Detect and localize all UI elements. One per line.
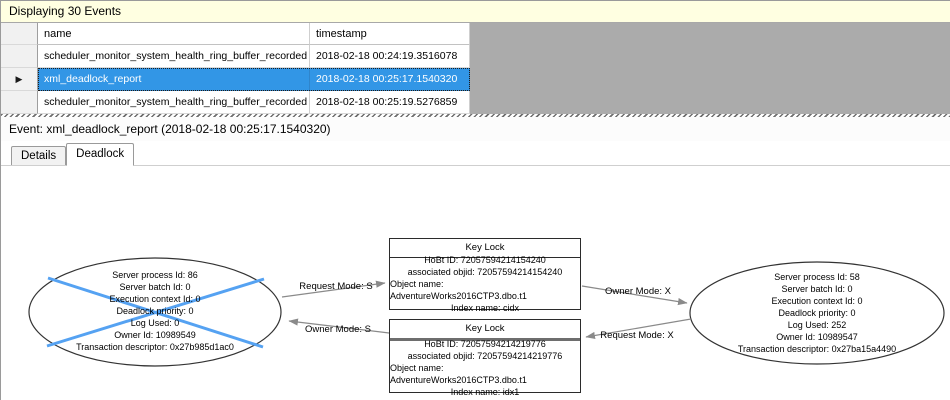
victim-cross-icon xyxy=(46,277,265,348)
table-row[interactable]: scheduler_monitor_system_health_ring_buf… xyxy=(1,91,470,114)
resource-line: Object name: AdventureWorks2016CTP3.dbo.… xyxy=(390,278,527,301)
event-summary-bar: Event: xml_deadlock_report (2018-02-18 0… xyxy=(1,117,950,141)
process-line: Owner Id: 10989549 xyxy=(114,330,196,340)
process-node-victim[interactable]: Server process Id: 86 Server batch Id: 0… xyxy=(35,269,275,353)
deadlock-graph: Server process Id: 86 Server batch Id: 0… xyxy=(1,166,950,400)
process-line: Deadlock priority: 0 xyxy=(778,308,856,318)
table-row[interactable]: scheduler_monitor_system_health_ring_buf… xyxy=(1,45,470,68)
process-line: Server process Id: 86 xyxy=(112,270,198,280)
cell-timestamp: 2018-02-18 00:24:19.3516078 xyxy=(310,45,470,68)
process-node[interactable]: Server process Id: 58 Server batch Id: 0… xyxy=(697,271,937,355)
resource-line: Index name: idx1 xyxy=(450,386,520,397)
event-summary-text: Event: xml_deadlock_report (2018-02-18 0… xyxy=(9,122,331,136)
tab-details[interactable]: Details xyxy=(11,146,67,165)
resource-title: Key Lock xyxy=(390,320,580,341)
edge-request-s xyxy=(281,280,386,298)
cell-timestamp: 2018-02-18 00:25:19.5276859 xyxy=(310,91,470,114)
process-line: Server batch Id: 0 xyxy=(119,282,191,292)
cell-name: xml_deadlock_report xyxy=(38,68,310,91)
edge-owner-x xyxy=(581,285,688,306)
process-line: Log Used: 0 xyxy=(130,318,180,328)
current-row-marker-icon: ▶ xyxy=(15,73,23,84)
edge-request-x xyxy=(585,318,692,340)
grid-header-row: name timestamp xyxy=(1,23,470,45)
process-line: Deadlock priority: 0 xyxy=(116,306,194,316)
row-selector[interactable]: ▶ xyxy=(1,68,38,91)
cell-name: scheduler_monitor_system_health_ring_buf… xyxy=(38,45,310,68)
edge-label-request-s: Request Mode: S xyxy=(299,281,373,292)
resource-line: associated objid: 72057594214219776 xyxy=(407,350,563,361)
resource-line: associated objid: 72057594214154240 xyxy=(407,266,563,277)
process-line: Server process Id: 58 xyxy=(774,272,860,282)
edge-label-request-x: Request Mode: X xyxy=(600,330,674,341)
displaying-events-bar: Displaying 30 Events xyxy=(1,0,950,23)
process-line: Server batch Id: 0 xyxy=(781,284,853,294)
row-selector[interactable] xyxy=(1,45,38,68)
row-selector[interactable] xyxy=(1,91,38,114)
cell-timestamp: 2018-02-18 00:25:17.1540320 xyxy=(310,68,470,91)
tab-deadlock[interactable]: Deadlock xyxy=(66,143,135,166)
grid-detail-splitter[interactable] xyxy=(1,114,950,117)
process-node-victim-ellipse xyxy=(28,257,282,367)
events-grid-table: name timestamp scheduler_monitor_system_… xyxy=(1,23,470,114)
process-line: Owner Id: 10989547 xyxy=(776,332,858,342)
process-line: Transaction descriptor: 0x27b985d1ac0 xyxy=(76,342,234,352)
row-selector-header xyxy=(1,23,38,45)
table-row-selected[interactable]: ▶ xml_deadlock_report 2018-02-18 00:25:1… xyxy=(1,68,470,91)
detail-tab-strip: Details Deadlock xyxy=(1,141,950,166)
edge-label-owner-s: Owner Mode: S xyxy=(305,324,371,335)
resource-title: Key Lock xyxy=(390,239,580,258)
displaying-events-text: Displaying 30 Events xyxy=(9,4,122,18)
edge-owner-s xyxy=(288,318,390,334)
process-node-ellipse xyxy=(689,261,945,365)
resource-node-keylock-bottom[interactable]: Key Lock HoBt ID: 72057594214219776 asso… xyxy=(389,319,581,397)
process-line: Log Used: 252 xyxy=(787,320,847,330)
resource-node-keylock-top[interactable]: Key Lock HoBt ID: 72057594214154240 asso… xyxy=(389,238,581,313)
cell-name: scheduler_monitor_system_health_ring_buf… xyxy=(38,91,310,114)
deadlock-graph-canvas xyxy=(28,257,945,367)
resource-line: HoBt ID: 72057594214219776 xyxy=(424,338,546,349)
process-line: Transaction descriptor: 0x27ba15a4490 xyxy=(737,344,897,354)
column-header-timestamp[interactable]: timestamp xyxy=(310,23,470,45)
edge-label-owner-x: Owner Mode: X xyxy=(605,286,671,297)
resource-line: Object name: AdventureWorks2016CTP3.dbo.… xyxy=(390,362,527,385)
column-header-name[interactable]: name xyxy=(38,23,310,45)
resource-line: HoBt ID: 72057594214154240 xyxy=(424,254,546,265)
resource-line: Index name: cidx xyxy=(450,302,520,313)
events-grid: name timestamp scheduler_monitor_system_… xyxy=(1,23,950,114)
process-line: Execution context Id: 0 xyxy=(109,294,201,304)
process-line: Execution context Id: 0 xyxy=(771,296,863,306)
